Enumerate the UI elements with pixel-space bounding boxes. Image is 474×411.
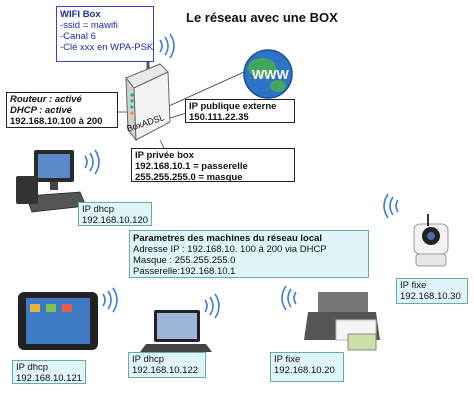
printer-ip-mode: IP fixe <box>274 354 301 365</box>
private-ip-mask: 255.255.255.0 = masque <box>135 172 243 183</box>
router-info: Routeur : activé DHCP : activé 192.168.1… <box>6 92 118 128</box>
dhcp-status: DHCP : activé <box>10 105 72 116</box>
public-ip-info: IP publique externe 150.111.22.35 <box>185 99 295 123</box>
box-to-internet-line <box>159 71 245 111</box>
box-adsl-icon <box>125 30 171 142</box>
wifi-wave-printer <box>281 285 297 311</box>
printer-icon <box>304 292 380 351</box>
printer-ip-address: 192.168.10.20 <box>274 365 335 376</box>
laptop-ip-mode: IP dhcp <box>132 354 165 365</box>
wifi-box-info: WIFI Box -ssid = mawifi -Canal 6 -Clé xx… <box>56 6 154 62</box>
public-ip-value: 150.111.22.35 <box>189 112 249 123</box>
local-params-title: Parametres des machines du réseau local <box>133 233 323 244</box>
tablet-icon <box>18 292 98 350</box>
wifi-ssid: -ssid = mawifi <box>60 20 118 31</box>
globe-icon <box>243 49 293 99</box>
private-ip-info: IP privée box 192.168.10.1 = passerelle … <box>131 148 295 183</box>
tablet-ip-mode: IP dhcp <box>16 362 49 373</box>
wifi-wave-camera <box>383 193 399 219</box>
laptop-ip-address: 192.168.10.122 <box>132 365 199 376</box>
wifi-key: -Clé xxx en WPA-PSK <box>60 42 154 53</box>
laptop-ip-label: IP dhcp 192.168.10.122 <box>128 352 206 378</box>
wifi-wave-tablet <box>102 287 118 313</box>
wifi-wave-laptop <box>204 293 220 319</box>
desktop-ip-label: IP dhcp 192.168.10.120 <box>78 202 152 226</box>
private-ip-title: IP privée box <box>135 150 194 161</box>
wifi-box-title: WIFI Box <box>60 9 101 20</box>
printer-ip-label: IP fixe 192.168.10.20 <box>270 352 344 382</box>
wifi-channel: -Canal 6 <box>60 31 96 42</box>
camera-ip-mode: IP fixe <box>400 280 427 291</box>
wifi-wave-box <box>159 33 175 59</box>
desktop-computer-icon <box>16 150 93 215</box>
local-network-params: Parametres des machines du réseau local … <box>129 230 369 278</box>
desktop-ip-address: 192.168.10.120 <box>82 215 149 226</box>
router-status: Routeur : activé <box>10 94 82 105</box>
dhcp-range: 192.168.10.100 à 200 <box>10 116 103 127</box>
tablet-ip-address: 192.168.10.121 <box>16 373 83 384</box>
tablet-ip-label: IP dhcp 192.168.10.121 <box>12 360 86 384</box>
diagram-title: Le réseau avec une BOX <box>186 10 338 25</box>
camera-ip-address: 192.168.10.30 <box>400 291 461 302</box>
wifi-waves <box>84 33 399 319</box>
private-ip-gateway: 192.168.10.1 = passerelle <box>135 161 248 172</box>
local-params-ip: Adresse IP : 192.168.10. 100 à 200 via D… <box>133 244 327 255</box>
desktop-ip-mode: IP dhcp <box>82 204 115 215</box>
public-ip-title: IP publique externe <box>189 101 277 112</box>
camera-icon <box>413 214 449 267</box>
globe-label: WWW <box>252 67 289 82</box>
local-params-gateway: Passerelle:192.168.10.1 <box>133 266 236 277</box>
camera-ip-label: IP fixe 192.168.10.30 <box>396 278 468 304</box>
local-params-mask: Masque : 255.255.255.0 <box>133 255 236 266</box>
wifi-wave-desktop <box>84 149 100 175</box>
laptop-icon <box>140 310 212 352</box>
